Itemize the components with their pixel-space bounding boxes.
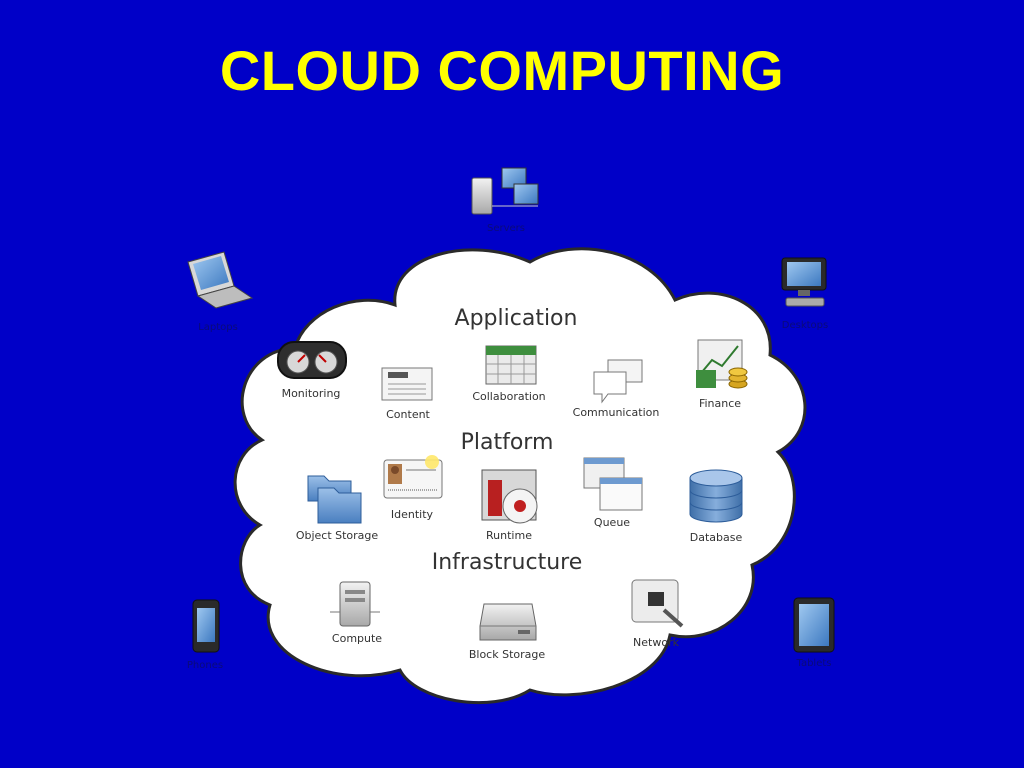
compute-server-icon [330, 581, 380, 627]
block-storage-label: Block Storage [469, 648, 546, 661]
content-icon [381, 367, 433, 401]
database-label: Database [690, 531, 743, 544]
laptops-label: Laptops [198, 322, 238, 333]
database-icon [689, 469, 743, 523]
monitoring-label: Monitoring [282, 387, 341, 400]
servers-icon [471, 167, 539, 215]
content-label: Content [386, 408, 430, 421]
queue-windows-icon [583, 457, 643, 511]
section-platform: Platform [461, 430, 554, 455]
identity-label: Identity [391, 508, 434, 521]
tablets-label: Tablets [796, 658, 832, 669]
id-card-icon [383, 455, 443, 499]
finance-label: Finance [699, 397, 741, 410]
runtime-box-icon [481, 469, 538, 524]
section-application: Application [455, 306, 578, 331]
desktop-monitor-icon [781, 257, 827, 307]
folder-icon [307, 475, 362, 524]
slide-title: CLOUD COMPUTING [219, 39, 785, 102]
queue-label: Queue [594, 516, 630, 529]
network-label: Network [633, 636, 680, 649]
phone-icon [192, 599, 220, 653]
laptop-icon [187, 251, 254, 309]
section-infrastructure: Infrastructure [432, 550, 583, 575]
object-storage-label: Object Storage [296, 529, 379, 542]
servers-label: Servers [487, 223, 525, 234]
finance-chart-icon [696, 339, 748, 389]
collaboration-label: Collaboration [472, 390, 545, 403]
monitoring-icon [277, 341, 347, 379]
calendar-icon [485, 345, 537, 385]
chat-bubbles-icon [593, 359, 643, 404]
desktops-label: Desktops [782, 320, 828, 331]
runtime-label: Runtime [486, 529, 532, 542]
hard-drive-icon [479, 603, 537, 641]
tablet-icon [793, 597, 835, 653]
communication-label: Communication [573, 406, 660, 419]
compute-label: Compute [332, 632, 382, 645]
network-port-icon [631, 579, 684, 628]
phones-label: Phones [187, 660, 223, 671]
